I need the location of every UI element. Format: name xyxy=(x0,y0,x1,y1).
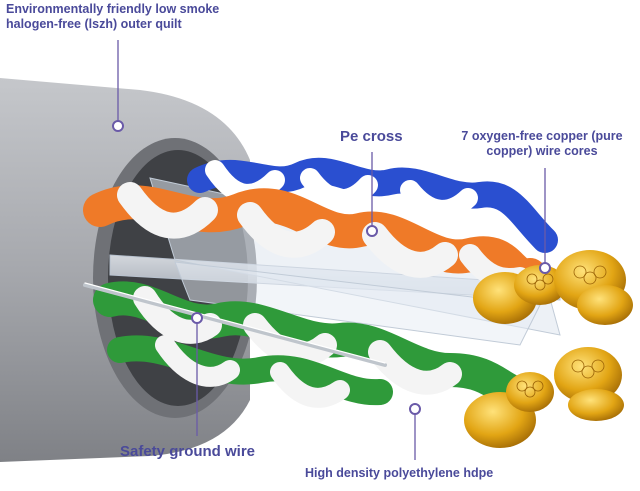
ground-wire-label: Safety ground wire xyxy=(120,443,255,461)
copper-label-line-2: copper) wire cores xyxy=(448,144,636,159)
pe-cross-label: Pe cross xyxy=(340,128,403,146)
jacket-label-line-2: halogen-free (lszh) outer quilt xyxy=(6,17,219,32)
jacket-label-line-1: Environmentally friendly low smoke xyxy=(6,2,219,17)
copper-cores-label: 7 oxygen-free copper (pure copper) wire … xyxy=(448,129,636,159)
hdpe-label: High density polyethylene hdpe xyxy=(305,466,493,481)
copper-cores xyxy=(464,250,633,448)
jacket-label: Environmentally friendly low smoke halog… xyxy=(6,2,219,32)
copper-label-line-1: 7 oxygen-free copper (pure xyxy=(448,129,636,144)
